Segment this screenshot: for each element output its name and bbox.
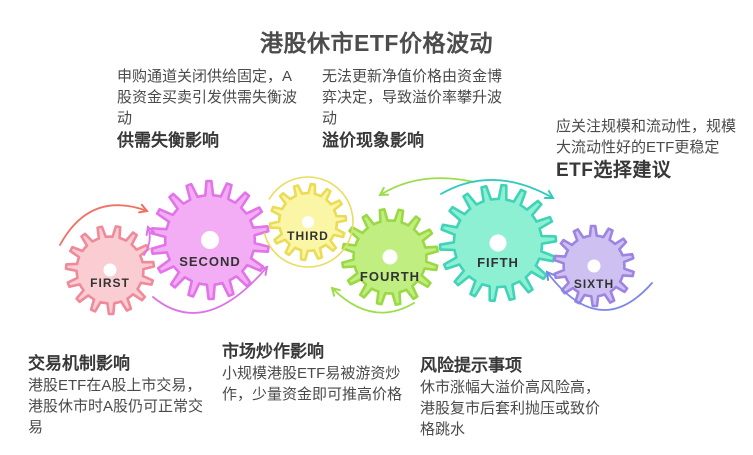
block-body: 无法更新净值价格由资金博 弈决定，导致溢价率攀升波 动 (322, 68, 503, 127)
gear-hub (302, 216, 314, 228)
gear-label: SIXTH (574, 277, 614, 291)
block-body: 休市涨幅大溢价高风险高， 港股复市后套利抛压或致价 格跳水 (420, 379, 601, 438)
info-block-etf-selection: 应关注规模和流动性，规模 大流动性好的ETF更稳定 ETF选择建议 (556, 116, 753, 183)
gear-fourth: FOURTH (341, 208, 439, 306)
gear-third: THIRD (268, 182, 348, 262)
info-block-trading-mechanism: 交易机制影响 港股ETF在A股上市交易， 港股休市时A股仍可正常交 易 (28, 352, 243, 438)
rotation-arrow (330, 286, 415, 314)
block-body: 申购通道关闭供给固定，A 股资金买卖引发供需失衡波 动 (117, 68, 298, 127)
gear-hub (201, 231, 219, 249)
block-heading: 市场炒作影响 (222, 342, 324, 361)
block-body: 小规模港股ETF易被游资炒 作，少量资金即可推高价格 (222, 365, 403, 403)
info-block-risk-warning: 风险提示事项 休市涨幅大溢价高风险高， 港股复市后套利抛压或致价 格跳水 (420, 354, 642, 440)
gear-sixth: SIXTH (553, 224, 635, 308)
gear-label: SECOND (179, 254, 241, 269)
rotation-arrow (143, 225, 156, 256)
block-body: 应关注规模和流动性，规模 大流动性好的ETF更稳定 (556, 118, 737, 156)
rotation-arrow (545, 270, 653, 311)
rotation-ring (262, 176, 354, 268)
rotation-arrow (152, 265, 269, 314)
gear-hub (382, 249, 398, 265)
rotation-arrow (59, 203, 149, 246)
gear-label: FOURTH (360, 269, 420, 284)
rotation-arrow (378, 177, 475, 197)
rotation-arrow (440, 179, 555, 200)
block-heading: 供需失衡影响 (117, 131, 219, 150)
gear-second: SECOND (150, 179, 270, 301)
info-block-supply-demand: 申购通道关闭供给固定，A 股资金买卖引发供需失衡波 动 供需失衡影响 (117, 66, 329, 152)
page-title: 港股休市ETF价格波动 (260, 30, 493, 56)
gear-hub (489, 234, 507, 252)
block-heading: ETF选择建议 (556, 160, 672, 181)
info-block-speculation: 市场炒作影响 小规模港股ETF易被游资炒 作，少量资金即可推高价格 (222, 340, 444, 405)
gear-first: FIRST (64, 225, 156, 316)
info-block-premium: 无法更新净值价格由资金博 弈决定，导致溢价率攀升波 动 溢价现象影响 (322, 66, 534, 152)
gear-fifth: FIFTH (438, 183, 558, 303)
gear-label: FIFTH (477, 255, 519, 270)
gear-label: THIRD (287, 229, 329, 243)
block-heading: 风险提示事项 (420, 356, 522, 375)
gear-hub (103, 263, 117, 277)
block-heading: 溢价现象影响 (322, 131, 424, 150)
gear-label: FIRST (90, 276, 130, 290)
block-heading: 交易机制影响 (28, 354, 130, 373)
block-body: 港股ETF在A股上市交易， 港股休市时A股仍可正常交 易 (28, 377, 204, 436)
gear-hub (587, 259, 601, 273)
